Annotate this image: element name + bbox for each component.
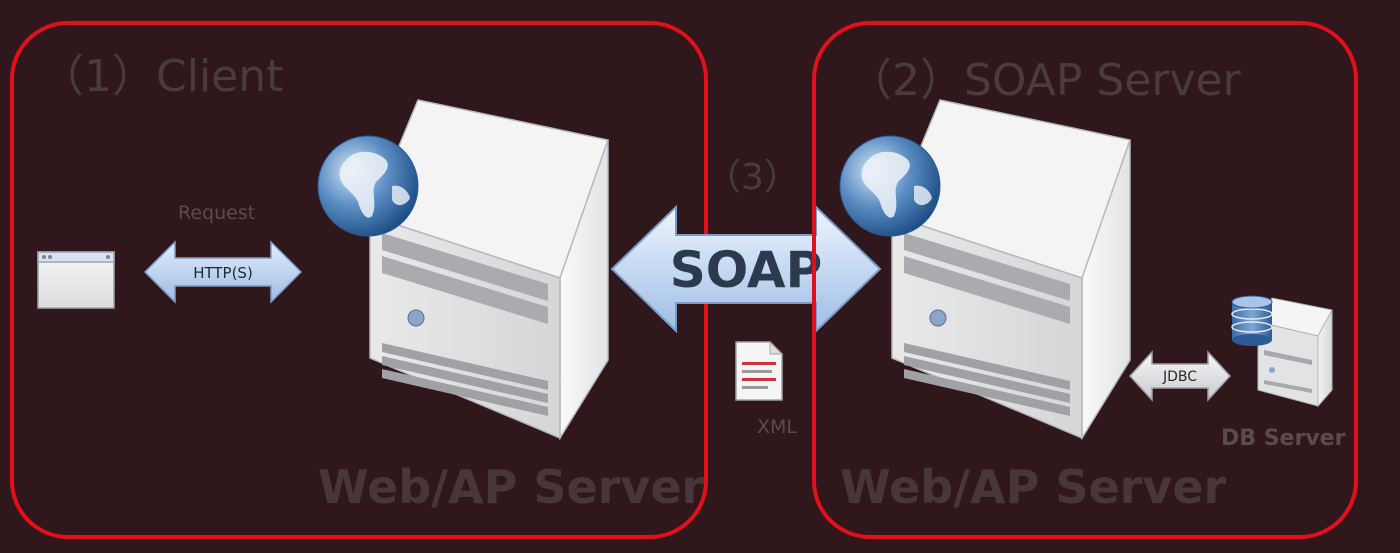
xml-document-icon [735,340,784,401]
server-tower-icon [368,99,609,441]
server-tower-icon [890,99,1131,441]
server-tower-icon [1257,297,1333,408]
db-server-group [1231,295,1333,408]
globe-icon [839,135,941,237]
browser-window-icon [37,251,115,309]
soap-server-group [839,99,1131,441]
jdbc-label: JDBC [1162,369,1197,385]
globe-icon [317,135,419,237]
client-title: （1）Client [40,51,284,102]
step3-label: （3） [705,157,800,198]
db-server-label: DB Server [1221,426,1346,451]
client-server-group [317,99,609,441]
xml-label: XML [757,416,797,438]
request-label: Request [178,202,256,224]
client-server-label: Web/AP Server [318,460,705,514]
soap-label: SOAP [670,241,823,299]
http-label: HTTP(S) [193,264,253,282]
soap-server-label: Web/AP Server [840,460,1227,514]
soap-server-panel [812,21,1358,539]
database-icon [1231,295,1273,346]
soap-server-title: （2）SOAP Server [848,55,1241,106]
http-arrow: HTTP(S) [143,240,303,304]
jdbc-arrow: JDBC [1128,350,1232,402]
